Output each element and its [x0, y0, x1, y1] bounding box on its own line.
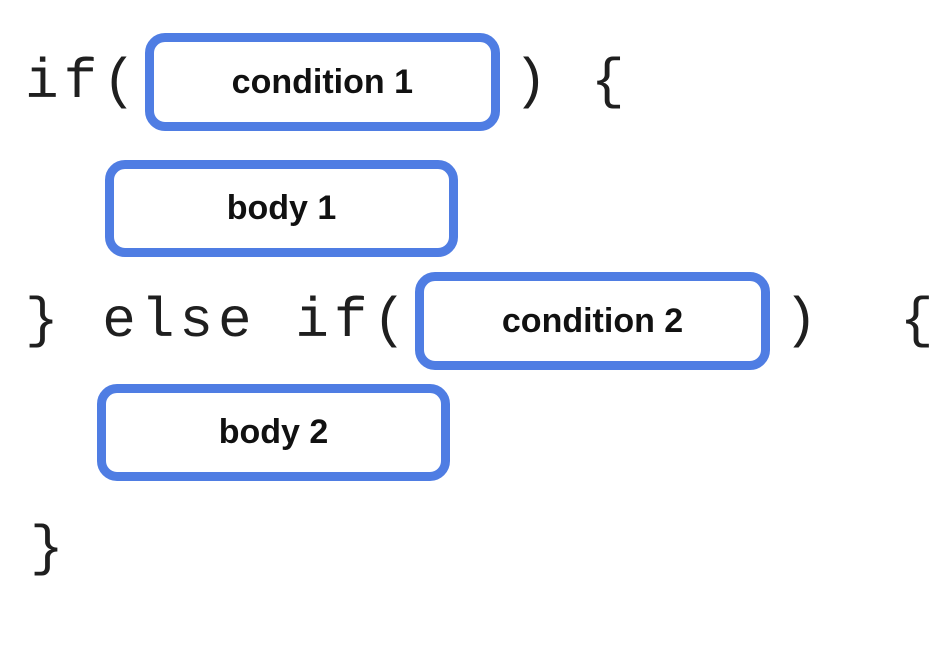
condition-1-slot: condition 1 [144, 33, 500, 131]
code-line-closing-brace: } [30, 521, 942, 577]
code-line-else-if: } else if( condition 2 ) { [25, 272, 942, 370]
body-1-label: body 1 [226, 189, 337, 227]
condition-1-label: condition 1 [231, 62, 413, 101]
code-else-if-open: } else if( [25, 289, 412, 353]
code-line-body-2: body 2 [97, 384, 942, 481]
body-2-label: body 2 [218, 413, 329, 451]
body-1-slot: body 1 [105, 160, 458, 257]
body-2-slot: body 2 [97, 384, 450, 481]
code-line-if: if( condition 1 ) { [25, 33, 942, 131]
condition-2-label: condition 2 [501, 301, 684, 340]
code-closing-brace: } [30, 517, 69, 581]
code-else-if-close-paren-brace: ) { [784, 289, 939, 353]
code-if-close-paren-brace: ) { [513, 50, 630, 114]
condition-2-slot: condition 2 [415, 272, 771, 370]
code-line-body-1: body 1 [105, 160, 942, 257]
code-if-open: if( [25, 50, 141, 114]
